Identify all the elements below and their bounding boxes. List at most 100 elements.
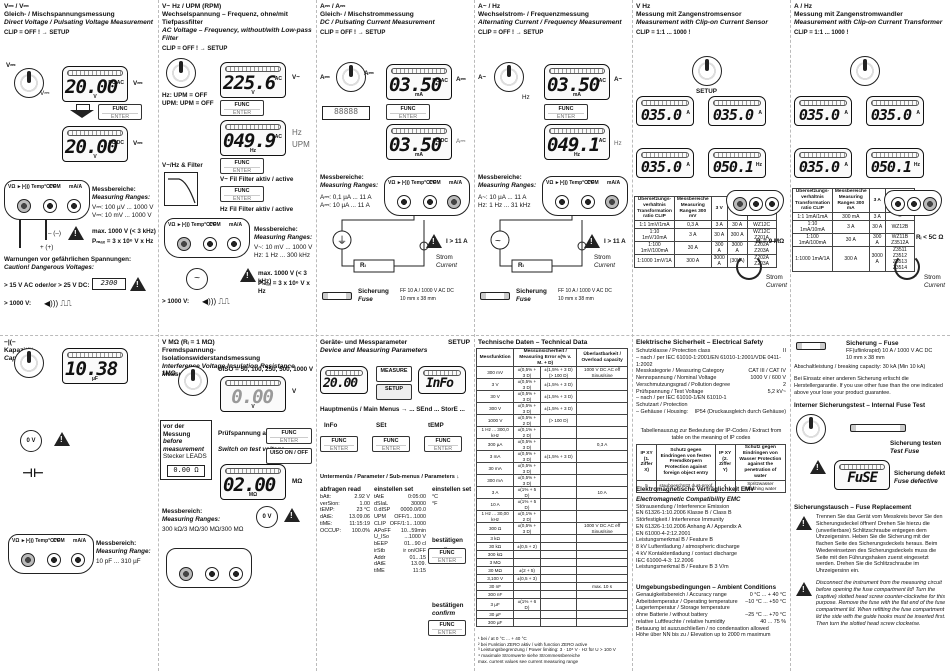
jack-ma[interactable] <box>229 567 243 581</box>
rotary-switch[interactable] <box>178 366 208 396</box>
meter-jacks <box>884 190 942 216</box>
lcd-sub: V <box>251 404 255 410</box>
jack-v[interactable] <box>177 237 191 251</box>
jack-label-v: VΩ ►|•))) Temp°C/°F <box>12 538 61 544</box>
side-label-1: V <box>292 388 297 395</box>
jack-v[interactable] <box>555 195 569 209</box>
rotary-switch[interactable] <box>166 58 196 88</box>
jack-ma[interactable] <box>227 237 241 251</box>
setup-button[interactable]: SETUP <box>376 384 412 400</box>
emc-line: 4 kV Kontaktentladung / contact discharg… <box>636 550 737 557</box>
spec-line: – Gehäuse / Housing:IP54 (Druckausgleich… <box>636 408 786 415</box>
lcd-sub: Hz <box>249 148 257 154</box>
jack-com[interactable] <box>907 197 921 211</box>
rotary-switch[interactable] <box>14 348 44 378</box>
voltage-indicator: 0 V <box>256 506 278 528</box>
title-en: Device and Measuring Parameters <box>320 346 428 354</box>
filter-graph <box>164 172 198 206</box>
jack-com[interactable] <box>203 237 217 251</box>
dial-side-label: V⎓ <box>40 90 50 97</box>
jack-v[interactable] <box>397 195 411 209</box>
fuse-break: Abschaltleistung / breaking capacity: 30… <box>794 364 926 370</box>
jack-v[interactable] <box>21 553 35 567</box>
rotary-switch[interactable] <box>336 62 366 92</box>
lcd-value: 03.50 <box>389 74 442 96</box>
title-de: Wechselspannung – Frequenz, ohne/mit Tie… <box>162 10 288 26</box>
ranges-de: Messbereiche: <box>92 186 136 193</box>
lcd-unit: AC <box>274 76 282 82</box>
side-label-2: V⎓ <box>133 140 143 147</box>
panel-heading: A⎓ / A⎓ <box>320 3 346 10</box>
jack-ma[interactable] <box>765 197 779 211</box>
table-row: 3 kΩ <box>475 534 628 544</box>
jack-com[interactable] <box>423 195 437 209</box>
panel-fuse: Sicherung – Fuse FF(uflinkrapid) 10 A / … <box>790 336 950 671</box>
dial-label: A~ <box>478 74 487 81</box>
uiso-button[interactable]: UISO ON / OFF <box>266 448 312 464</box>
internal-test-heading: Interner Sicherungstest – Internal Fuse … <box>794 402 926 409</box>
table-row: 3 V±(0,5% + 3 D)±(1,5% + 3 D) <box>475 378 628 392</box>
main-menu: Hauptmenüs / Main Menus → ... SEnd ... S… <box>320 406 465 413</box>
load-label: Rₗ <box>360 262 366 269</box>
lcd-sub: V <box>93 154 97 160</box>
warning-icon <box>584 234 600 248</box>
jack-com[interactable] <box>47 553 61 567</box>
menu-temp[interactable]: tEMP <box>428 422 444 429</box>
panel-heading: −|(− <box>4 339 16 346</box>
ip-table-title: Tabellenauszug zur Bedeutung der IP-Code… <box>640 428 782 441</box>
rotary-switch[interactable] <box>692 56 722 86</box>
jack-ma[interactable] <box>67 199 81 213</box>
lcd-sub: mA <box>414 152 424 158</box>
rotary-switch[interactable] <box>796 414 826 444</box>
jack-ma[interactable] <box>447 195 461 209</box>
jack-v[interactable] <box>733 197 747 211</box>
ri-label: Rᵢ < 5C Ω <box>916 234 944 241</box>
measure-button[interactable]: MEASURE <box>376 366 412 382</box>
spec-line: Arbeitstemperatur / Operating temperatur… <box>636 598 786 605</box>
jack-com[interactable] <box>581 195 595 209</box>
jack-com[interactable] <box>205 567 219 581</box>
lcd-value: 20.00 <box>65 136 118 158</box>
clip-note: CLIP = 1:1 ... 1000 ! <box>794 29 849 36</box>
rotary-switch[interactable] <box>494 62 524 92</box>
rotary-switch[interactable] <box>850 56 880 86</box>
emc-block: Elektromagnetische Verträglichkeit EMV E… <box>636 484 786 571</box>
menu-set[interactable]: SEt <box>376 422 387 429</box>
lcd-measure: 20.00 <box>320 366 368 394</box>
polarity-minus: – (–) <box>48 230 61 237</box>
jack-com[interactable] <box>749 197 763 211</box>
menu-info[interactable]: InFo <box>324 422 338 429</box>
ac-source-icon: ~ <box>186 268 208 290</box>
jack-ma[interactable] <box>71 553 85 567</box>
warning-icon <box>130 277 146 291</box>
current-label: Current <box>924 282 945 289</box>
jack-label-com: COM <box>587 180 599 186</box>
rotary-switch[interactable] <box>14 68 44 98</box>
emc-line: Störfestigkeit / Interference Immunity <box>636 517 724 523</box>
jack-v[interactable] <box>179 567 193 581</box>
jack-com[interactable] <box>43 199 57 213</box>
jack-ma[interactable] <box>923 197 937 211</box>
jack-ma[interactable] <box>605 195 619 209</box>
jack-v[interactable] <box>891 197 905 211</box>
spec-line: Höhe über NN bis zu / Elevation up to 20… <box>636 632 771 639</box>
lcd-value: 03.50 <box>389 134 442 156</box>
jack-v[interactable] <box>17 199 31 213</box>
warning-icon <box>426 234 442 248</box>
